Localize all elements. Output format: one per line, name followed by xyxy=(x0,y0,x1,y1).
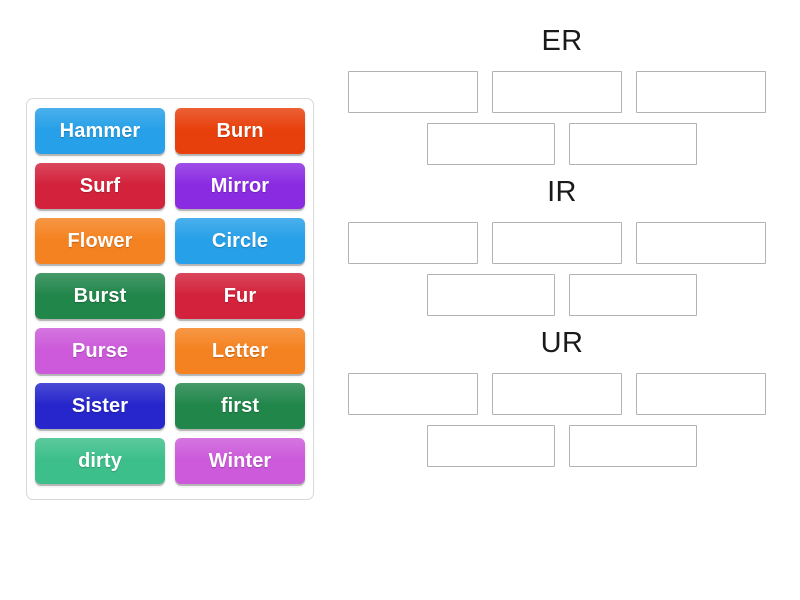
word-tile[interactable]: dirty xyxy=(35,438,165,484)
word-tile-label: Circle xyxy=(211,229,269,252)
drop-slot-row xyxy=(348,221,776,264)
word-tile[interactable]: Flower xyxy=(35,218,165,264)
word-tile[interactable]: first xyxy=(175,383,305,429)
word-tile[interactable]: Burn xyxy=(175,108,305,154)
category-group: IR xyxy=(348,175,776,316)
word-tile[interactable]: Sister xyxy=(35,383,165,429)
word-tile-label: Surf xyxy=(79,174,121,197)
word-tile[interactable]: Letter xyxy=(175,328,305,374)
word-tile-label: Burst xyxy=(73,284,127,307)
word-tile-label: Hammer xyxy=(59,119,141,142)
drop-slot-row xyxy=(348,273,776,316)
word-tile[interactable]: Mirror xyxy=(175,163,305,209)
word-tile-label: dirty xyxy=(78,449,122,472)
drop-slot-row xyxy=(348,70,776,113)
word-tile-label: Burn xyxy=(216,119,264,142)
drop-slot-row xyxy=(348,122,776,165)
drop-slot[interactable] xyxy=(492,70,622,113)
word-tile[interactable]: Surf xyxy=(35,163,165,209)
word-tile-label: Winter xyxy=(208,449,272,472)
drop-slot[interactable] xyxy=(348,372,478,415)
category-group-title: UR xyxy=(540,326,584,359)
word-tile[interactable]: Circle xyxy=(175,218,305,264)
drop-slot[interactable] xyxy=(636,70,766,113)
word-tile[interactable]: Purse xyxy=(35,328,165,374)
drop-slot[interactable] xyxy=(492,372,622,415)
word-tile[interactable]: Fur xyxy=(175,273,305,319)
drop-slot[interactable] xyxy=(427,424,555,467)
drop-slot[interactable] xyxy=(348,70,478,113)
word-tile[interactable]: Winter xyxy=(175,438,305,484)
category-groups: ER IR UR xyxy=(348,25,776,477)
drop-slot[interactable] xyxy=(569,273,697,316)
word-tile-label: Mirror xyxy=(210,174,270,197)
drop-slot-row xyxy=(348,424,776,467)
word-tile-label: Sister xyxy=(71,394,129,417)
drop-slot[interactable] xyxy=(569,424,697,467)
word-tile-label: Letter xyxy=(211,339,269,362)
drop-slot[interactable] xyxy=(569,122,697,165)
category-group-title: IR xyxy=(547,175,577,208)
word-tile[interactable]: Hammer xyxy=(35,108,165,154)
category-group-title: ER xyxy=(541,25,583,57)
drop-slot[interactable] xyxy=(348,221,478,264)
drop-slot[interactable] xyxy=(492,221,622,264)
drop-slot[interactable] xyxy=(427,273,555,316)
word-tile-label: Flower xyxy=(67,229,133,252)
category-group: UR xyxy=(348,326,776,467)
word-tile-label: first xyxy=(220,394,260,417)
drop-slot[interactable] xyxy=(427,122,555,165)
drop-slot[interactable] xyxy=(636,372,766,415)
word-tile[interactable]: Burst xyxy=(35,273,165,319)
drop-slot[interactable] xyxy=(636,221,766,264)
drop-slot-row xyxy=(348,372,776,415)
category-group: ER xyxy=(348,25,776,165)
word-tile-label: Purse xyxy=(71,339,129,362)
word-tile-label: Fur xyxy=(223,284,257,307)
